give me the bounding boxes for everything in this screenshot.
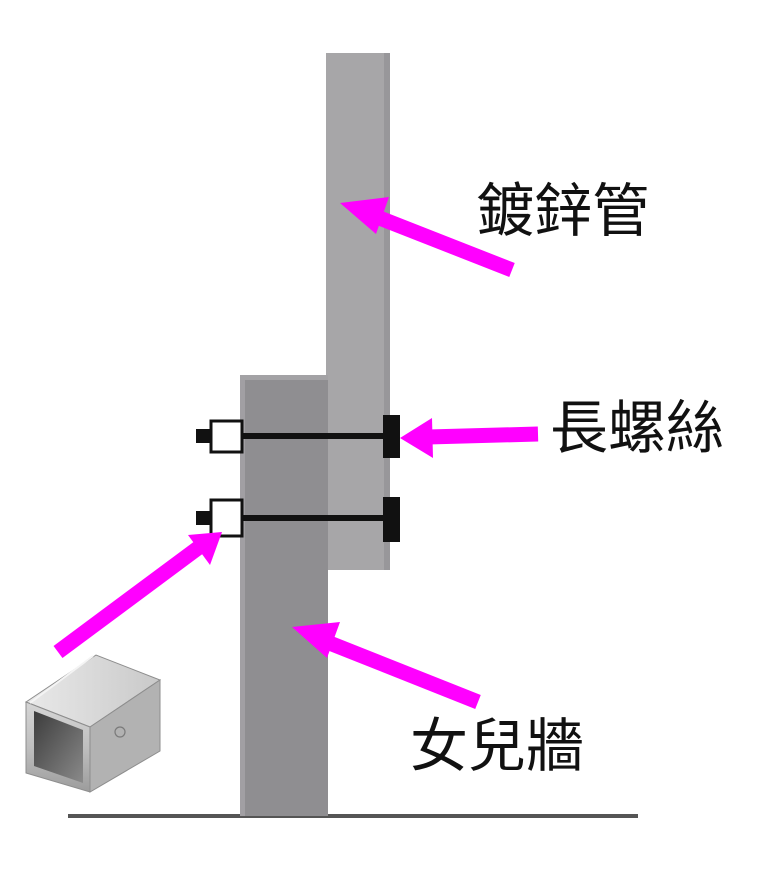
tube-inner-opening — [34, 711, 83, 783]
bolt-square-washer — [209, 498, 244, 538]
label-parapet-wall: 女兒牆 — [410, 712, 584, 780]
galvanized-pipe — [326, 53, 390, 570]
parapet-wall-top — [240, 375, 328, 380]
square-steel-tube-icon — [24, 654, 162, 793]
arrow-square-washer — [53, 532, 222, 659]
bolt-nut-outer — [196, 511, 210, 525]
parapet-wall — [240, 375, 328, 816]
arrow-shaft — [427, 426, 539, 445]
arrow-shaft — [319, 633, 481, 709]
bolt-head — [383, 497, 400, 542]
label-long-bolt: 長螺絲 — [550, 394, 724, 462]
arrow-galvanized-pipe — [340, 197, 515, 277]
arrow-head — [400, 418, 433, 458]
galvanized-pipe-shade — [384, 53, 390, 570]
tube-stamp-mark — [114, 726, 126, 738]
arrow-long-bolt — [400, 418, 539, 458]
arrow-shaft — [369, 208, 515, 277]
bolt-shaft — [206, 433, 390, 439]
ground-line — [68, 814, 638, 818]
label-galvanized-pipe: 鍍鋅管 — [476, 177, 650, 245]
arrow-head — [188, 532, 222, 565]
arrow-parapet-wall — [292, 622, 481, 709]
arrow-shaft — [53, 541, 203, 659]
long-bolt-upper — [196, 415, 400, 458]
bolt-head — [383, 415, 400, 458]
bolt-nut-outer — [196, 429, 210, 443]
bolt-shaft — [206, 515, 390, 521]
parapet-wall-edge — [240, 375, 245, 816]
long-bolt-lower — [196, 497, 400, 542]
tube-highlight — [29, 655, 94, 704]
arrow-head — [292, 622, 340, 658]
arrow-head — [340, 197, 389, 234]
bolt-square-washer — [209, 419, 244, 454]
